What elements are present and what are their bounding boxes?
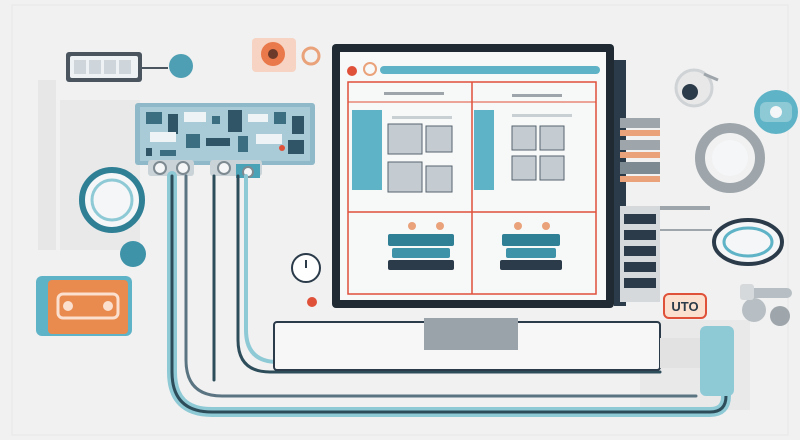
server-stack-icon <box>388 222 562 270</box>
cable-connector-icon <box>700 326 734 396</box>
clock-icon <box>291 253 321 283</box>
teal-dot-icon <box>169 54 193 78</box>
monitor-icon <box>332 44 614 308</box>
label-tag-text: UTO <box>671 299 698 314</box>
cable-icon <box>167 171 731 417</box>
camera-lens-icon <box>252 38 321 72</box>
gauge-ring-icon <box>79 167 145 233</box>
server-rack-icon <box>614 60 712 306</box>
keypad-device-icon <box>66 52 168 82</box>
monitor-base-icon <box>273 318 700 371</box>
teal-dot-icon <box>120 241 146 267</box>
tool-icon <box>740 284 792 326</box>
label-tag: UTO <box>663 293 707 319</box>
oval-gauge-icon <box>712 218 784 266</box>
status-dot-icon <box>307 297 317 307</box>
circuit-board-icon <box>135 103 315 165</box>
connector-plugs-icon <box>148 160 262 178</box>
router-device-icon <box>754 90 798 134</box>
security-camera-icon <box>674 68 719 108</box>
wrench-badge-icon <box>36 276 132 336</box>
gauge-ring-icon <box>695 123 765 193</box>
